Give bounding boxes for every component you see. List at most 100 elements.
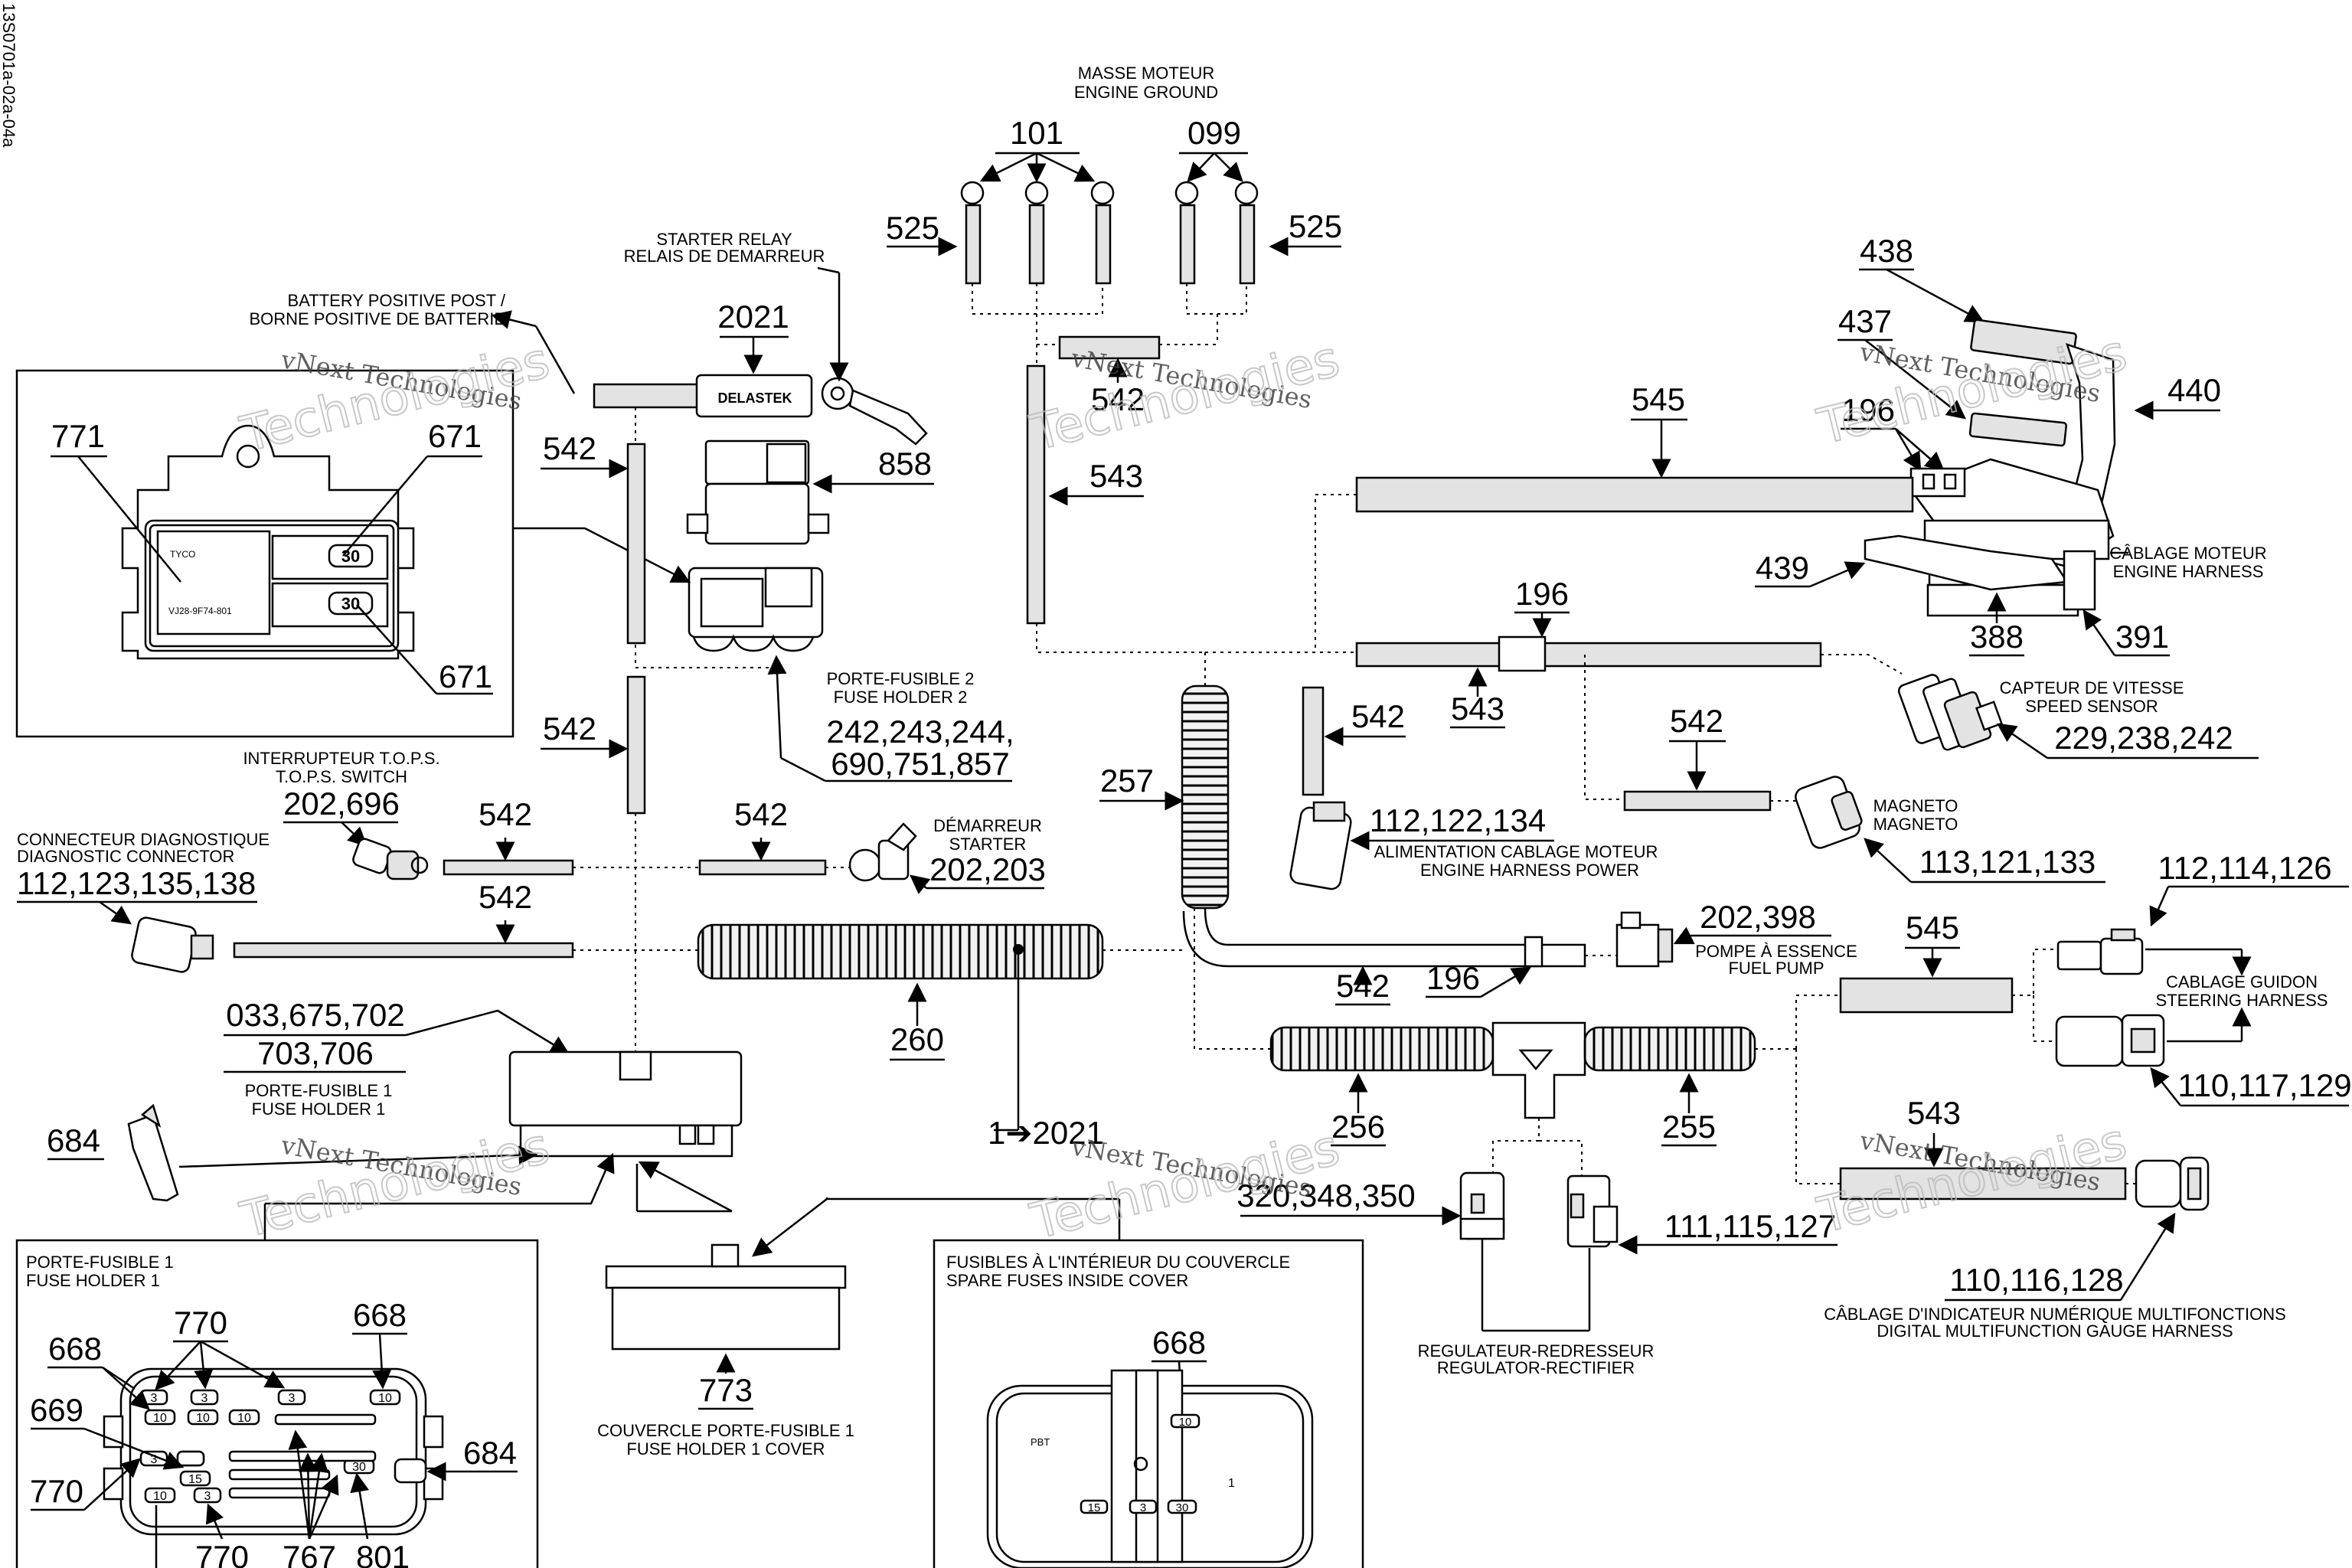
part-543-vert: 543 (1089, 458, 1143, 494)
fuel-pump-label-en: FUEL PUMP (1728, 959, 1824, 978)
starter-relay: DELASTEK (593, 374, 928, 446)
part-101: 101 (1010, 115, 1063, 151)
fuse-10: 10 (153, 1490, 167, 1503)
tops-parts: 202,696 (283, 786, 400, 822)
power-parts: 112,122,134 (1370, 802, 1546, 838)
spare-fuses-panel (933, 1239, 1364, 1568)
reg-parts-left: 320,348,350 (1236, 1178, 1416, 1214)
watermarks: vNext Technologies Technologies vNext Te… (234, 324, 2133, 1252)
speed-sensor-label-fr: CAPTEUR DE VITESSE (2000, 678, 2184, 697)
diag-label-fr: CONNECTEUR DIAGNOSTIQUE (17, 830, 270, 849)
fuse-holder-1 (508, 1050, 743, 1158)
one-to-2021: 1➔2021 (988, 1115, 1104, 1151)
fuel-pump-label-fr: POMPE À ESSENCE (1695, 942, 1857, 961)
steering-label-en: STEERING HARNESS (2156, 991, 2328, 1010)
relay-fuse-30-a: 30 (341, 547, 360, 566)
engine-harness-connectors (1864, 318, 2116, 617)
part-684-right: 684 (463, 1435, 517, 1471)
part-545-right: 545 (1906, 910, 1959, 946)
speed-sensor-label-en: SPEED SENSOR (2025, 697, 2158, 716)
part-260: 260 (890, 1021, 944, 1057)
steering-connector-top (2056, 928, 2144, 975)
magneto-connector (1795, 776, 1863, 849)
fuse-10: 10 (153, 1412, 167, 1425)
relay-detail-panel (15, 369, 514, 738)
relay-module-detail: TYCO VJ28-9F74-801 30 30 (121, 424, 415, 660)
fh1-parts-2: 703,706 (257, 1035, 374, 1071)
fh1-detail-label-fr: PORTE-FUSIBLE 1 (26, 1253, 174, 1272)
spare-fuse-10: 10 (1179, 1416, 1192, 1429)
fuse-holder-1-detail-panel (15, 1239, 539, 1568)
part-196-mid: 196 (1515, 576, 1569, 612)
battery-post-label-fr: BORNE POSITIVE DE BATTERIE (249, 309, 505, 328)
fh1-label-en: FUSE HOLDER 1 (252, 1099, 386, 1119)
part-801: 801 (356, 1539, 410, 1568)
doc-code: 13S0701a-02a-04a (0, 3, 18, 148)
part-099: 099 (1187, 115, 1241, 151)
spare-fuses-label-fr: FUSIBLES À L'INTÉRIEUR DU COUVERCLE (946, 1253, 1290, 1272)
part-257: 257 (1100, 763, 1154, 799)
part-773: 773 (699, 1372, 753, 1408)
part-684-left: 684 (47, 1122, 100, 1158)
engine-harness-label-fr: CÂBLAGE MOTEUR (2109, 544, 2266, 563)
fuse-30: 30 (352, 1461, 366, 1474)
loom-255 (1583, 1026, 1756, 1072)
magneto-parts: 113,121,133 (1919, 844, 2096, 880)
tops-label-en: T.O.P.S. SWITCH (276, 767, 407, 786)
part-542-a: 542 (543, 430, 596, 466)
part-669: 669 (30, 1392, 83, 1428)
diag-label-en: DIAGNOSTIC CONNECTOR (17, 847, 234, 866)
fuse-puller-684 (127, 1103, 179, 1202)
fuse-3: 3 (204, 1490, 211, 1503)
starter-relay-label-en: STARTER RELAY (656, 230, 792, 249)
gauge-label-en: DIGITAL MULTIFUNCTION GAUGE HARNESS (1877, 1321, 2233, 1341)
spare-fuse-3: 3 (1140, 1501, 1146, 1514)
relay-tyco-text: TYCO (170, 549, 195, 560)
magneto-label-en: MAGNETO (1873, 815, 1958, 834)
reg-parts-right: 111,115,127 (1664, 1208, 1836, 1244)
magneto-label-fr: MAGNETO (1873, 796, 1958, 815)
part-770-left: 770 (30, 1473, 83, 1509)
part-545-top: 545 (1632, 381, 1685, 417)
gauge-connector (2135, 1156, 2210, 1211)
steering-parts-bottom: 110,117,129 (2177, 1067, 2351, 1103)
relay-fuse-30-b: 30 (341, 594, 360, 613)
spare-fuses-label-en: SPARE FUSES INSIDE COVER (946, 1271, 1188, 1290)
part-196-top: 196 (1841, 392, 1895, 428)
fuse-holder-1-cover (605, 1243, 847, 1351)
relay-part-text: VJ28-9F74-801 (168, 606, 232, 616)
steering-parts-top: 112,114,126 (2158, 850, 2331, 886)
tops-switch (352, 838, 429, 880)
fuse-15: 15 (188, 1473, 202, 1486)
part-542-right: 542 (1670, 703, 1723, 739)
regulator-connector-right (1566, 1174, 1619, 1248)
spare-fuse-1: 1 (1228, 1477, 1235, 1490)
regulator-label-en: REGULATOR-RECTIFIER (1437, 1358, 1635, 1377)
spare-fuse-cover: PBT 10 15 3 30 1 (986, 1369, 1314, 1568)
engine-ground-label-fr: MASSE MOTEUR (1078, 64, 1214, 83)
ring-terminals (960, 181, 1259, 285)
part-439: 439 (1756, 550, 1809, 586)
fh1-cover-label-fr: COUVERCLE PORTE-FUSIBLE 1 (597, 1421, 854, 1440)
fuse-3: 3 (151, 1453, 158, 1466)
fuse-3: 3 (289, 1392, 296, 1405)
part-668-right: 668 (353, 1297, 407, 1333)
speed-sensor-parts: 229,238,242 (2054, 720, 2233, 756)
fuel-parts: 202,398 (1700, 899, 1816, 935)
part-255: 255 (1662, 1109, 1716, 1145)
diagnostic-connector (131, 916, 214, 973)
fuse-10: 10 (196, 1412, 210, 1425)
fuse-3: 3 (201, 1392, 208, 1405)
starter-label-fr: DÉMARREUR (933, 816, 1042, 835)
part-767: 767 (283, 1539, 336, 1568)
part-771: 771 (51, 418, 105, 454)
starter-label-en: STARTER (949, 835, 1027, 854)
part-542-d: 542 (734, 796, 788, 832)
part-196-fuel: 196 (1426, 960, 1480, 996)
fuse-10: 10 (378, 1392, 392, 1405)
part-256: 256 (1331, 1109, 1385, 1145)
fh1-detail-label-en: FUSE HOLDER 1 (26, 1271, 160, 1290)
power-label-fr: ALIMENTATION CABLAGE MOTEUR (1374, 842, 1658, 861)
steering-connector-bottom (2055, 1014, 2165, 1067)
